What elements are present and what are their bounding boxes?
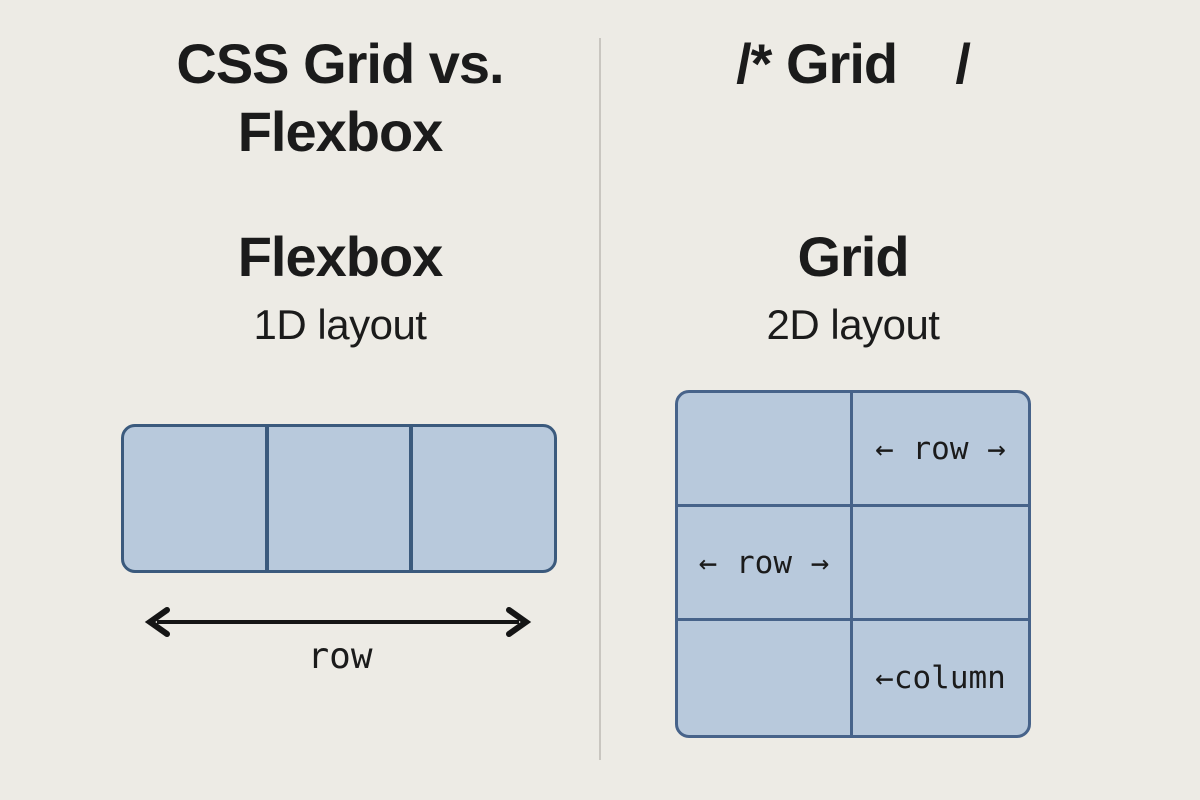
- row-axis-arrow-icon: [144, 607, 532, 637]
- grid-diagram: ← row → ← row → ←column: [675, 390, 1031, 738]
- grid-cell-r2c1: ← row →: [678, 507, 853, 621]
- flex-item-2: [264, 427, 410, 570]
- flex-item-3: [409, 427, 554, 570]
- grid-heading: Grid: [797, 225, 909, 288]
- row-axis-label: row: [307, 636, 373, 677]
- grid-subtitle: 2D layout: [766, 301, 940, 348]
- grid-cell-r1c1: [678, 393, 853, 507]
- grid-cell-r3c1: [678, 621, 853, 735]
- page-title: CSS Grid vs. Flexbox: [176, 32, 504, 164]
- flexbox-heading: Flexbox: [237, 225, 444, 288]
- grid-cell-r2c2: [853, 507, 1028, 621]
- grid-cell-r3c2: ←column: [875, 660, 1006, 696]
- flex-item-1: [124, 427, 265, 570]
- center-divider: [599, 38, 601, 760]
- grid-comment-title: /* Grid /: [736, 32, 971, 95]
- flexbox-diagram: [121, 424, 557, 573]
- grid-cell-r1c2: ← row →: [853, 393, 1028, 507]
- flexbox-subtitle: 1D layout: [253, 301, 427, 348]
